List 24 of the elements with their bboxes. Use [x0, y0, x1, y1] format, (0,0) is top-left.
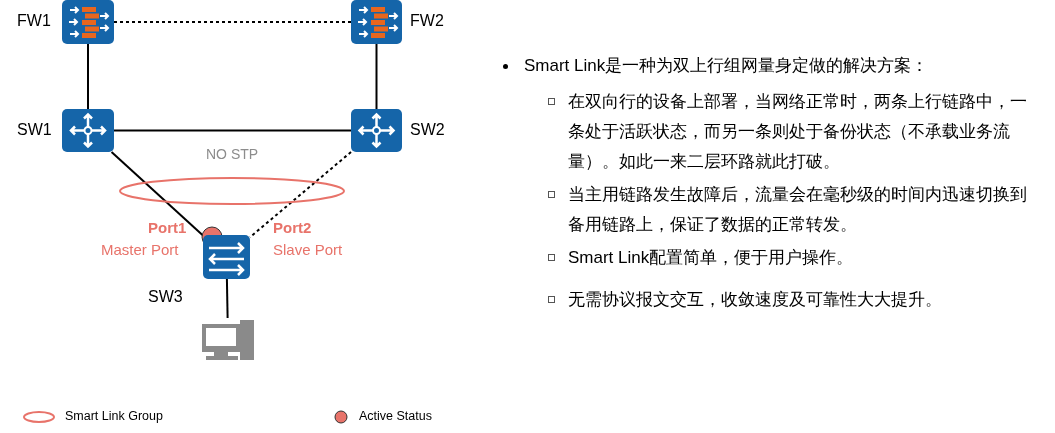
sub-point-text: 当主用链路发生故障后，流量会在毫秒级的时间内迅速切换到备用链路上，保证了数据的正常转发。 [568, 184, 1028, 236]
port-name: Port1 [148, 219, 187, 236]
sub-point-text: 无需协议报文交互，收敛速度及可靠性大大提升。 [568, 289, 943, 311]
link-line [113, 21, 352, 23]
point-text: Smart Link是一种为双上行组网量身定做的解决方案： [524, 55, 930, 77]
device-label: FW2 [410, 12, 444, 30]
device-label: SW2 [410, 121, 445, 139]
link-line [87, 43, 89, 110]
port-role: Master Port [101, 241, 179, 258]
link-line [113, 129, 352, 132]
port-role: Slave Port [273, 241, 343, 258]
link-line [249, 151, 352, 239]
link-line [375, 43, 378, 110]
port-name: Port2 [273, 219, 312, 236]
link-line [225, 278, 229, 319]
legend-label: Smart Link Group [65, 409, 163, 423]
device-label: SW1 [17, 121, 52, 139]
link-note: NO STP [206, 146, 259, 162]
link-line [110, 151, 204, 237]
device-label: FW1 [17, 12, 51, 30]
sub-point-text: 在双向行的设备上部署，当网络正常时，两条上行链路中，一条处于活跃状态，而另一条则处于备份状态（不承载业务流量）。如此一来二层环路就此打破。 [568, 91, 1028, 173]
legend-label: Active Status [359, 409, 432, 423]
device-label: SW3 [148, 288, 183, 306]
sub-point-text: Smart Link配置简单，便于用户操作。 [568, 247, 855, 269]
